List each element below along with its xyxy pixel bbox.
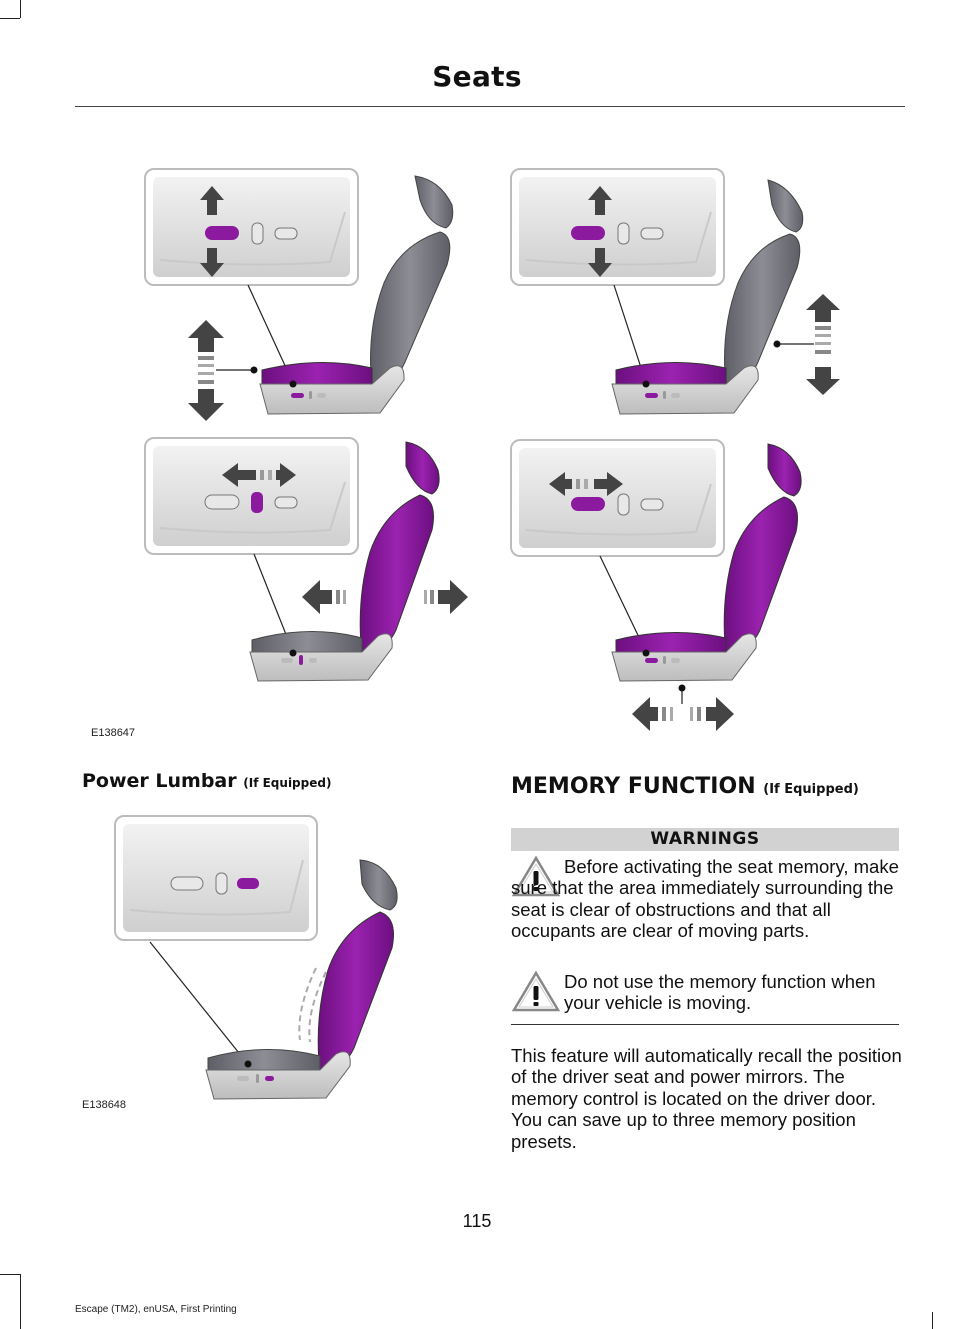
arrow-left-right-icon [549,472,623,496]
arrow-left-right-icon [222,463,296,487]
section-heading-memory: MEMORY FUNCTION (If Equipped) [511,774,859,799]
arrow-left-right-icon [302,580,346,614]
warning-triangle-icon [511,855,561,897]
arrow-up-down-icon [200,186,224,277]
header-divider [75,106,905,107]
seat-illustration [611,443,802,682]
warning-text: Do not use the memory function when your… [564,971,876,1014]
inset-switch-lumbar [114,815,318,941]
crop-mark [20,1274,21,1329]
arrow-up-down-icon [588,186,612,277]
seat-illustration [249,441,440,682]
seat-illustration [205,859,398,1100]
inset-switch-fore-aft [510,439,725,557]
inset-switch-recline [510,168,725,286]
equipped-label: (If Equipped) [763,782,859,797]
figure-code: E138647 [91,727,136,739]
heading-text: Power Lumbar [82,770,237,792]
warning-text: Before activating the seat memory, make … [511,856,899,941]
crop-mark [932,1312,933,1329]
warnings-header: WARNINGS [511,828,899,851]
arrow-up-down-icon [806,294,840,395]
page-number: 115 [462,1211,492,1231]
crop-mark [0,1274,20,1275]
section-heading-lumbar: Power Lumbar (If Equipped) [82,770,331,792]
seat-adjustment-figure [144,168,840,731]
inset-switch-height-front [144,168,359,286]
crop-mark [0,18,20,19]
lumbar-figure [114,815,398,1100]
arrow-left-right-icon [424,580,468,614]
arrow-up-down-icon [188,320,224,421]
equipped-label: (If Equipped) [243,776,332,790]
publication-footer: Escape (TM2), enUSA, First Printing [75,1304,237,1315]
inset-switch-backrest [144,437,359,555]
seat-illustration [259,175,454,415]
warning-triangle-icon [511,970,561,1012]
memory-description: This feature will automatically recall t… [511,1045,902,1152]
heading-text: MEMORY FUNCTION [511,774,756,799]
arrow-left-right-icon [632,697,734,731]
crop-mark [20,0,21,18]
figure-code: E138648 [82,1099,127,1111]
page-title: Seats [432,60,522,93]
warnings-divider [511,1024,899,1025]
